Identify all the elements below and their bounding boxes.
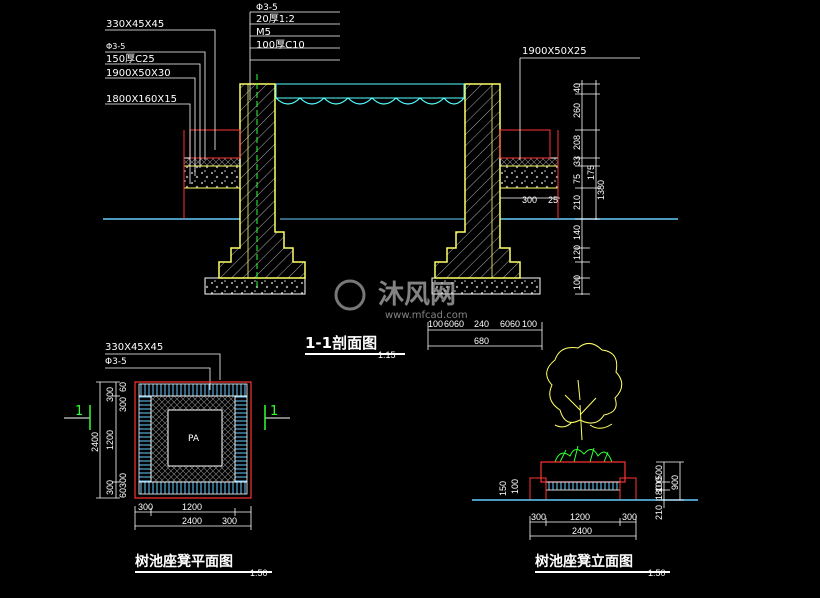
- section-view: 330X45X45 Φ3-5 150厚C25 1900X50X30 1800X1…: [103, 3, 678, 360]
- plan-dim-left-300b: 300: [105, 480, 115, 495]
- callout-top-3: M5: [256, 27, 271, 38]
- soil-arches: [275, 97, 465, 105]
- dim-right-175: 175: [586, 165, 596, 180]
- plan-scale: 1:50: [250, 568, 268, 578]
- dim-right-208: 208: [572, 135, 582, 150]
- plan-dim-left-1200: 1200: [105, 430, 115, 450]
- plan-inner-pit: [167, 409, 223, 467]
- dim-right-40: 40: [572, 83, 582, 93]
- plan-dim-left-s4: 60: [118, 488, 128, 498]
- callout-left-2: Φ3-5: [106, 42, 125, 51]
- dim-seat-25: 25: [548, 195, 558, 205]
- plan-dim-bottom-300a: 300: [138, 502, 153, 512]
- dim-bottom-2: 60: [444, 319, 454, 329]
- elev-dim-bottom-1200: 1200: [570, 512, 590, 522]
- elevation-seat: [545, 481, 621, 491]
- dim-bottom-total: 680: [474, 336, 489, 346]
- plan-dim-left-s3: 300: [118, 473, 128, 488]
- plan-dim-bottom-300b: 300: [222, 516, 237, 526]
- callout-left-4: 1900X50X30: [106, 68, 171, 79]
- dim-right-100: 100: [572, 275, 582, 290]
- dim-bottom-3: 60: [454, 319, 464, 329]
- elev-dim-bottom-total: 2400: [572, 526, 592, 536]
- dim-bottom-1: 100: [428, 319, 443, 329]
- elev-dim-left-100: 100: [510, 479, 520, 494]
- tree-icon: [546, 343, 623, 441]
- dim-bottom-5: 60: [500, 319, 510, 329]
- elevation-scale: 1:50: [648, 568, 666, 578]
- dim-right-1380: 1380: [596, 180, 606, 200]
- dim-bottom-4: 240: [474, 319, 489, 329]
- plan-dim-left-s2: 300: [118, 397, 128, 412]
- plan-dim-left-s1: 60: [118, 382, 128, 392]
- callout-left-5: 1800X160X15: [106, 94, 177, 105]
- plan-outer: [134, 381, 252, 499]
- plan-section-mark-right: 1: [270, 404, 278, 419]
- elev-dim-right-500: 500: [654, 465, 664, 480]
- callout-top-4: 100厚C10: [256, 39, 305, 51]
- plan-view: 330X45X45 Φ3-5 PA 1 1 2400: [64, 342, 290, 578]
- elev-dim-right-900: 900: [670, 475, 680, 490]
- plan-dim-bottom-total: 2400: [182, 516, 202, 526]
- watermark-brand: 沐风网: [378, 280, 456, 310]
- dim-bottom-6: 60: [510, 319, 520, 329]
- callout-right: 1900X50X25: [522, 46, 587, 57]
- right-wall: [434, 83, 521, 279]
- watermark: 沐风网 www.mfcad.com: [334, 279, 468, 321]
- section-scale: 1:15: [378, 350, 396, 360]
- elev-dim-bottom-300b: 300: [622, 512, 637, 522]
- elev-dim-bottom-300a: 300: [531, 512, 546, 522]
- shrub-icon: [554, 445, 613, 463]
- elev-dim-right-210: 210: [654, 505, 664, 520]
- plan-title: 树池座凳平面图: [135, 553, 233, 570]
- seat-left-top: [183, 157, 241, 167]
- seat-left-body: [183, 165, 241, 189]
- watermark-url: www.mfcad.com: [385, 310, 468, 321]
- plan-dim-left-total: 2400: [90, 432, 100, 452]
- dim-right-260: 260: [572, 103, 582, 118]
- soil-top: [275, 83, 465, 99]
- elevation-view: 500 100 180 210 900 150 100 300 1200 300…: [472, 343, 698, 578]
- plan-section-mark-left: 1: [75, 404, 83, 419]
- dim-right-140: 140: [572, 225, 582, 240]
- dim-right-210: 210: [572, 195, 582, 210]
- plan-dim-bottom-1200: 1200: [182, 502, 202, 512]
- plan-callout-1: 330X45X45: [105, 342, 163, 353]
- plan-callout-2: Φ3-5: [105, 357, 127, 367]
- elevation-title: 树池座凳立面图: [535, 553, 633, 570]
- plan-center-label: PA: [188, 434, 200, 444]
- seat-right-body: [499, 165, 559, 189]
- plan-dim-left-300a: 300: [105, 387, 115, 402]
- callout-top-2: 20厚1:2: [256, 13, 295, 25]
- dim-seat-300: 300: [522, 195, 537, 205]
- dim-right-75: 75: [572, 174, 582, 184]
- gravel-base-left: [204, 277, 306, 295]
- dim-bottom-7: 100: [522, 319, 537, 329]
- section-title: 1-1剖面图: [305, 334, 377, 352]
- seat-right-top: [499, 157, 559, 167]
- elev-dim-left-150: 150: [498, 481, 508, 496]
- elev-dim-right-100: 100: [654, 477, 664, 492]
- planter-box: [540, 461, 626, 483]
- elev-dim-right-180: 180: [654, 485, 664, 500]
- callout-left-3: 150厚C25: [106, 53, 155, 65]
- callout-top-1: Φ3-5: [256, 3, 278, 13]
- callout-left-1: 330X45X45: [106, 19, 164, 30]
- dim-right-33: 33: [572, 156, 582, 166]
- dim-right-120: 120: [572, 245, 582, 260]
